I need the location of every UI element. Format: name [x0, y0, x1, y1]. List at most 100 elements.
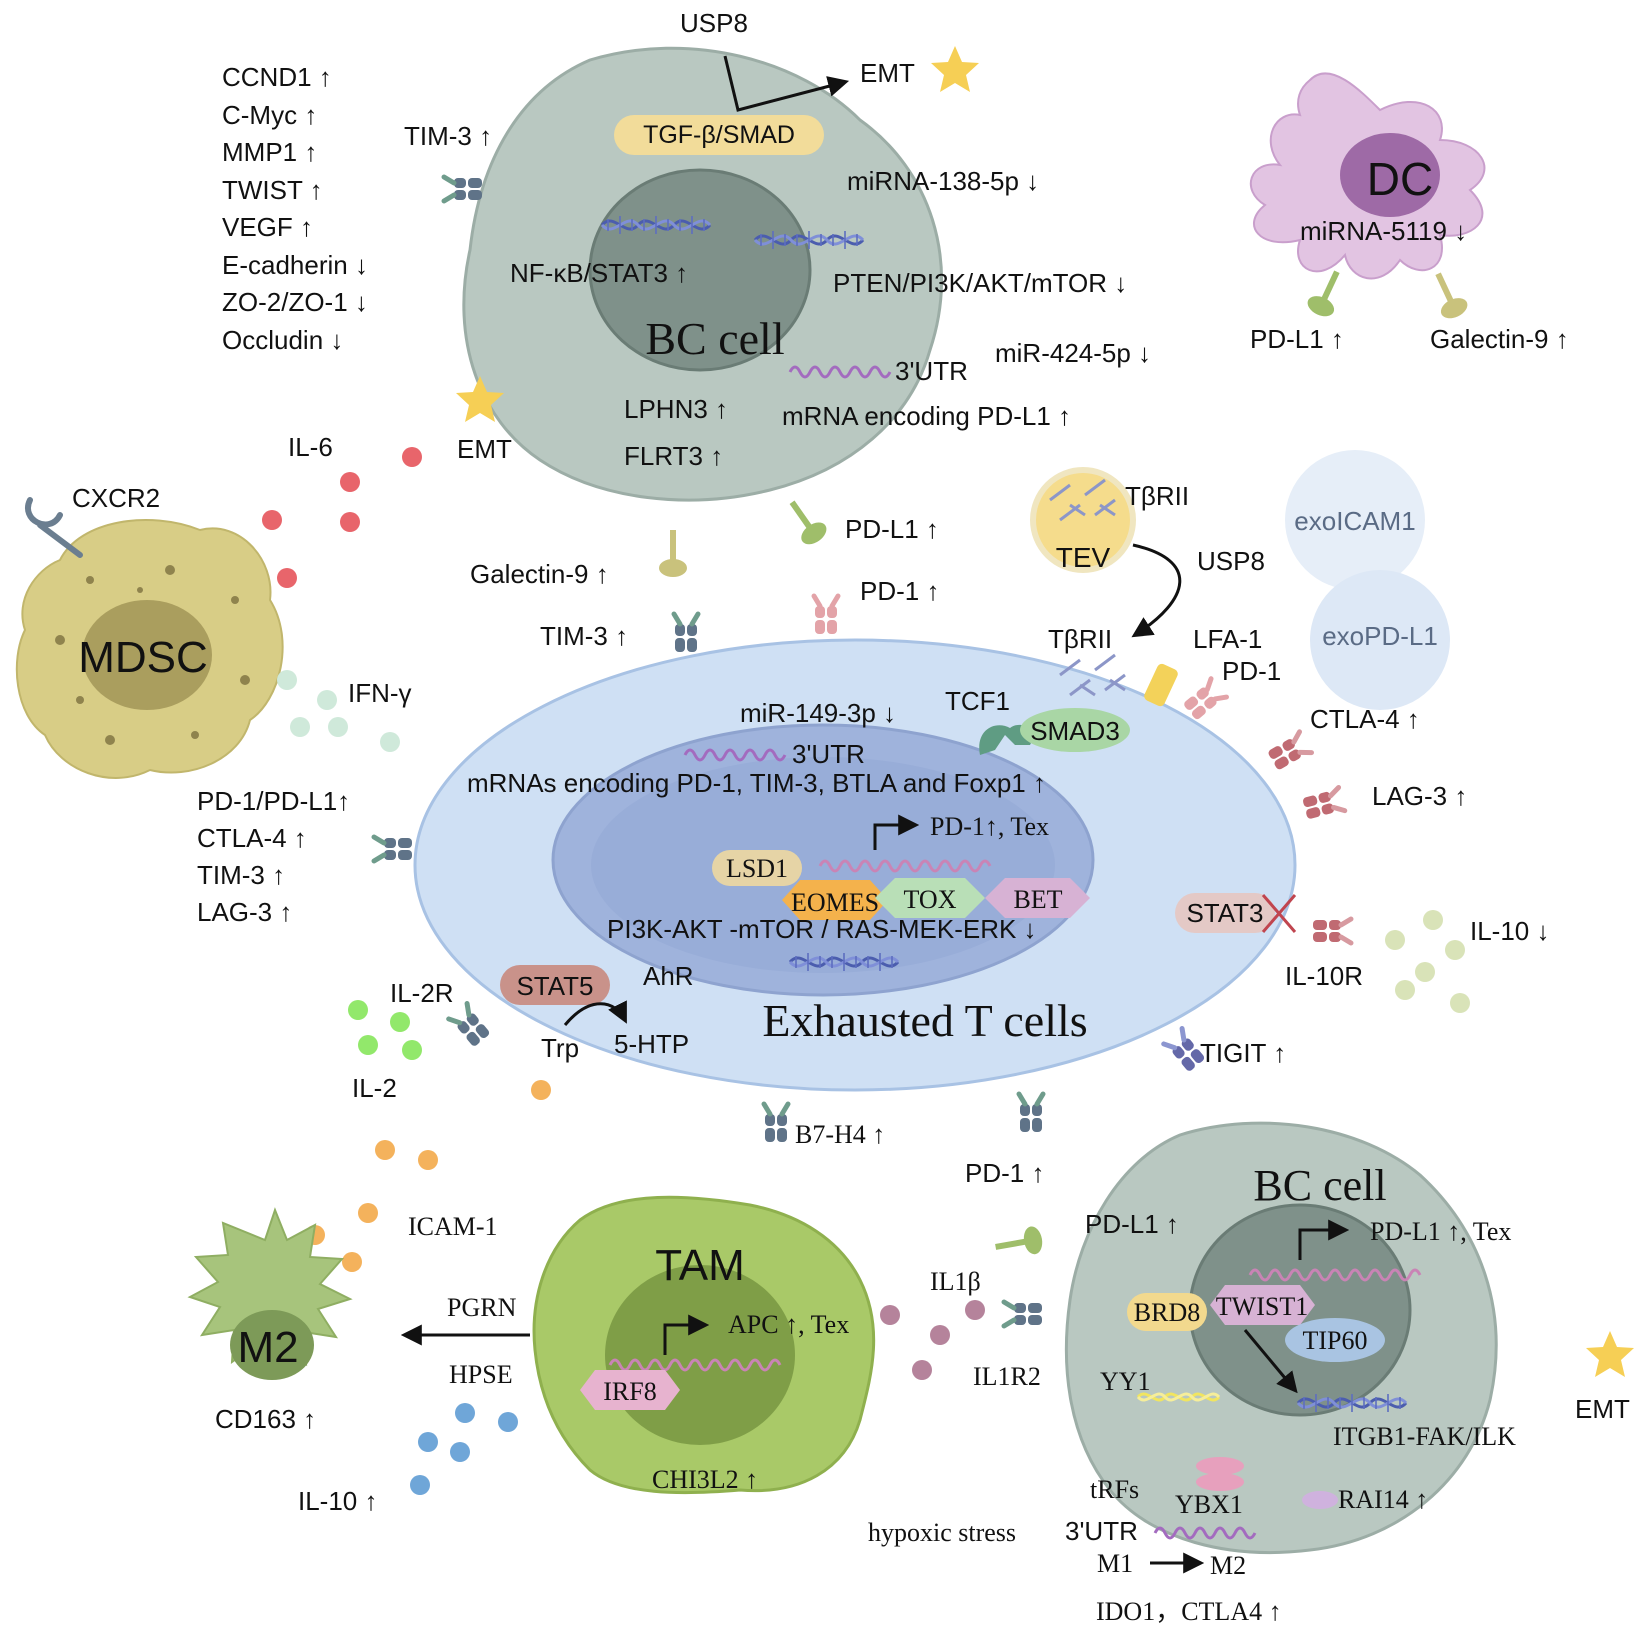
yy1-dna-icon	[1136, 1392, 1221, 1402]
il10r-receptor-icon	[1313, 919, 1351, 943]
brd8-label: BRD8	[1134, 1298, 1200, 1327]
tigit-label: TIGIT ↑	[1200, 1038, 1286, 1068]
il2r-label: IL-2R	[390, 978, 454, 1008]
utr-top-label: 3'UTR	[895, 356, 968, 386]
itgb1-label: ITGB1-FAK/ILK	[1333, 1422, 1516, 1451]
twist1-shape	[1210, 1285, 1315, 1325]
tcf1-icon	[979, 724, 1033, 755]
mdsc-pd1-pdl1: PD-1/PD-L1↑	[197, 786, 350, 816]
trfs-label: tRFs	[1090, 1475, 1139, 1504]
dc-mirna-label: miRNA-5119 ↓	[1300, 216, 1467, 246]
rai14-label: RAI14 ↑	[1338, 1485, 1428, 1514]
dc-galectin-ligand-icon	[1425, 267, 1471, 323]
trp-htp-arrow	[563, 1000, 627, 1026]
irf8-label: IRF8	[603, 1377, 656, 1406]
tim3-top-receptor-icon	[444, 177, 482, 201]
lfa1-icon	[1144, 663, 1178, 707]
mrna-pdl1-label: mRNA encoding PD-L1 ↑	[782, 401, 1071, 431]
il1r2-label: IL1R2	[973, 1362, 1041, 1391]
tox-label: TOX	[904, 885, 957, 914]
ctla4-label: CTLA-4 ↑	[1310, 704, 1420, 734]
mdsc-title: MDSC	[78, 633, 208, 682]
tbrii-membrane-icon	[1059, 653, 1126, 697]
marker-ecadherin: E-cadherin ↓	[222, 250, 368, 280]
marker-vegf: VEGF ↑	[222, 212, 313, 242]
tcf1-label: TCF1	[945, 686, 1010, 716]
emt-bottom-label: EMT	[1575, 1394, 1630, 1424]
tev-tbrii-icon	[1049, 478, 1116, 522]
usp8-top-label: USP8	[680, 8, 748, 38]
t-cell-title: Exhausted T cells	[762, 995, 1087, 1046]
tip60-label: TIP60	[1303, 1326, 1368, 1355]
hypoxic-label: hypoxic stress	[868, 1518, 1016, 1547]
smad3-pill	[1020, 708, 1130, 752]
ybx1-icon-top	[1196, 1457, 1244, 1475]
pdl1-top-label: PD-L1 ↑	[845, 514, 939, 544]
lsd1-label: LSD1	[726, 854, 788, 883]
bet-shape	[985, 878, 1090, 918]
chi3l2-label: CHI3L2 ↑	[652, 1465, 758, 1494]
hpse-label: HPSE	[449, 1360, 513, 1389]
ctla4-receptor-icon	[1267, 732, 1312, 772]
bc-cell-bottom-title: BC cell	[1253, 1161, 1386, 1210]
tam-title: TAM	[655, 1241, 745, 1290]
il10-blue-dots	[410, 1403, 518, 1495]
m2-title: M2	[237, 1323, 298, 1372]
b7h4-label: B7-H4 ↑	[795, 1120, 885, 1149]
twist1-itgb1-arrow	[1243, 1329, 1298, 1394]
bc-marker-list: CCND1 ↑ C-Myc ↑ MMP1 ↑ TWIST ↑ VEGF ↑ E-…	[222, 62, 368, 355]
pdl1-bottom-label: PD-L1 ↑	[1085, 1209, 1179, 1239]
tip60-pill	[1285, 1318, 1385, 1362]
tgf-label: TGF-β/SMAD	[643, 121, 795, 149]
ifng-label: IFN-γ	[348, 678, 412, 708]
icam1-label: ICAM-1	[408, 1212, 498, 1241]
flrt3-label: FLRT3 ↑	[624, 441, 723, 471]
exopdl1-label: exoPD-L1	[1322, 621, 1438, 651]
il1b-label: IL1β	[930, 1267, 981, 1296]
tev-tbrii-label: TβRII	[1125, 481, 1189, 511]
lag3-receptor-icon	[1302, 787, 1345, 820]
icam1-dots	[305, 1140, 438, 1272]
pgrn-label: PGRN	[447, 1293, 517, 1322]
pd1-top-label: PD-1 ↑	[860, 576, 939, 606]
dc-galectin-label: Galectin-9 ↑	[1430, 324, 1569, 354]
lag3-label: LAG-3 ↑	[1372, 781, 1467, 811]
emt-top-label: EMT	[860, 58, 915, 88]
mir149-label: miR-149-3p ↓	[740, 698, 896, 728]
smad3-label: SMAD3	[1030, 716, 1120, 746]
eomes-label: EOMES	[791, 888, 879, 917]
tim3-tcell-receptor-icon	[674, 614, 698, 652]
dc-title: DC	[1367, 153, 1433, 205]
marker-mmp1: MMP1 ↑	[222, 137, 317, 167]
mdsc-checkpoint-list: PD-1/PD-L1↑ CTLA-4 ↑ TIM-3 ↑ LAG-3 ↑	[197, 786, 350, 927]
mrnas-label: mRNAs encoding PD-1, TIM-3, BTLA and Fox…	[467, 768, 1046, 798]
emt-left-label: EMT	[457, 434, 512, 464]
il10-tcell-label: IL-10 ↓	[1470, 916, 1550, 946]
marker-zo: ZO-2/ZO-1 ↓	[222, 287, 368, 317]
pdl1-tex-arrow	[1298, 1219, 1350, 1260]
tim3-tcell-label: TIM-3 ↑	[540, 621, 628, 651]
tam-nucleus	[605, 1265, 795, 1445]
b7h4-receptor-icon	[764, 1104, 788, 1142]
ifng-dots	[277, 670, 400, 752]
ybx1-icon-bottom	[1196, 1473, 1244, 1491]
lfa1-label: LFA-1	[1193, 624, 1262, 654]
il2-label: IL-2	[352, 1073, 397, 1103]
pd1-right-label: PD-1	[1222, 656, 1281, 686]
dc-nucleus	[1340, 133, 1440, 217]
trp-label: Trp	[541, 1033, 579, 1063]
mdsc-granules	[55, 565, 250, 745]
il1r2-receptor-icon	[1004, 1302, 1042, 1326]
apc-tex-arrow	[663, 1314, 710, 1355]
rai14-icon	[1302, 1491, 1338, 1509]
brd8-pill	[1127, 1293, 1207, 1331]
ahr-label: AhR	[643, 961, 694, 991]
mdsc-receptor-icon	[374, 837, 412, 861]
utr-tcell-label: 3'UTR	[792, 739, 865, 769]
tbrii-membrane-label: TβRII	[1048, 624, 1112, 654]
stat5-pill	[500, 965, 610, 1005]
bc-cell-top-title: BC cell	[645, 313, 784, 364]
trp-dot	[531, 1080, 551, 1100]
marker-cmyc: C-Myc ↑	[222, 100, 317, 130]
